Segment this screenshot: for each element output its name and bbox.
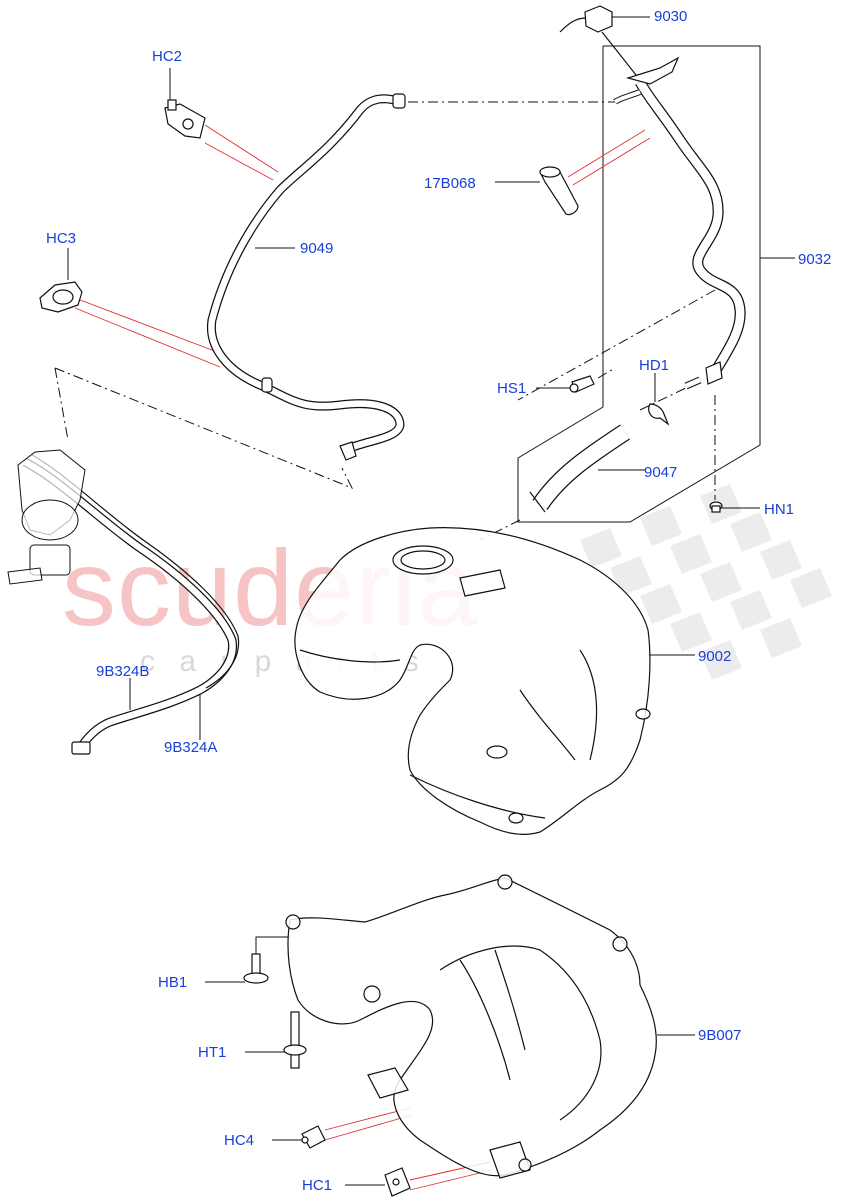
label-hn1: HN1 <box>764 501 795 518</box>
label-hc3: HC3 <box>46 230 77 247</box>
hose-9047 <box>529 424 630 513</box>
label-hd1: HD1 <box>639 357 670 374</box>
label-9b007: 9B007 <box>698 1027 742 1044</box>
clip-hc4 <box>301 1125 326 1149</box>
label-17b068: 17B068 <box>424 175 476 192</box>
fuel-pump-module <box>7 449 86 585</box>
checkered-flag-watermark <box>580 484 832 680</box>
clamp-hd1 <box>648 403 670 426</box>
bolt-hb1 <box>243 953 269 984</box>
label-9002: 9002 <box>698 648 732 665</box>
label-9b324b: 9B324B <box>96 663 150 680</box>
label-9047: 9047 <box>644 464 678 481</box>
red-leaders <box>74 124 651 1191</box>
label-9030: 9030 <box>654 8 688 25</box>
alignment-lines <box>54 101 716 541</box>
label-hc2: HC2 <box>152 48 183 65</box>
label-9049: 9049 <box>300 240 334 257</box>
vent-hose-9049 <box>206 93 406 461</box>
nut-hn1 <box>709 501 723 513</box>
label-9032: 9032 <box>798 251 832 268</box>
label-hb1: HB1 <box>158 974 188 991</box>
fuel-tank-9002 <box>294 527 651 835</box>
label-hs1: HS1 <box>497 380 527 397</box>
clip-hc1 <box>384 1167 411 1197</box>
label-hc1: HC1 <box>302 1177 333 1194</box>
heat-shield-9b007 <box>285 874 657 1179</box>
leader-lines <box>67 16 795 1186</box>
filler-pipe-9032 <box>613 56 746 390</box>
label-9b324a: 9B324A <box>164 739 218 756</box>
clip-hc2 <box>164 99 206 139</box>
label-hc4: HC4 <box>224 1132 255 1149</box>
filler-cap-9030 <box>559 5 641 81</box>
screw-hs1 <box>569 375 595 393</box>
fuel-line-connector <box>71 741 91 755</box>
label-ht1: HT1 <box>198 1044 227 1061</box>
clip-hc3 <box>39 281 83 313</box>
nozzle-17b068 <box>539 166 579 216</box>
stud-ht1 <box>283 1011 307 1069</box>
